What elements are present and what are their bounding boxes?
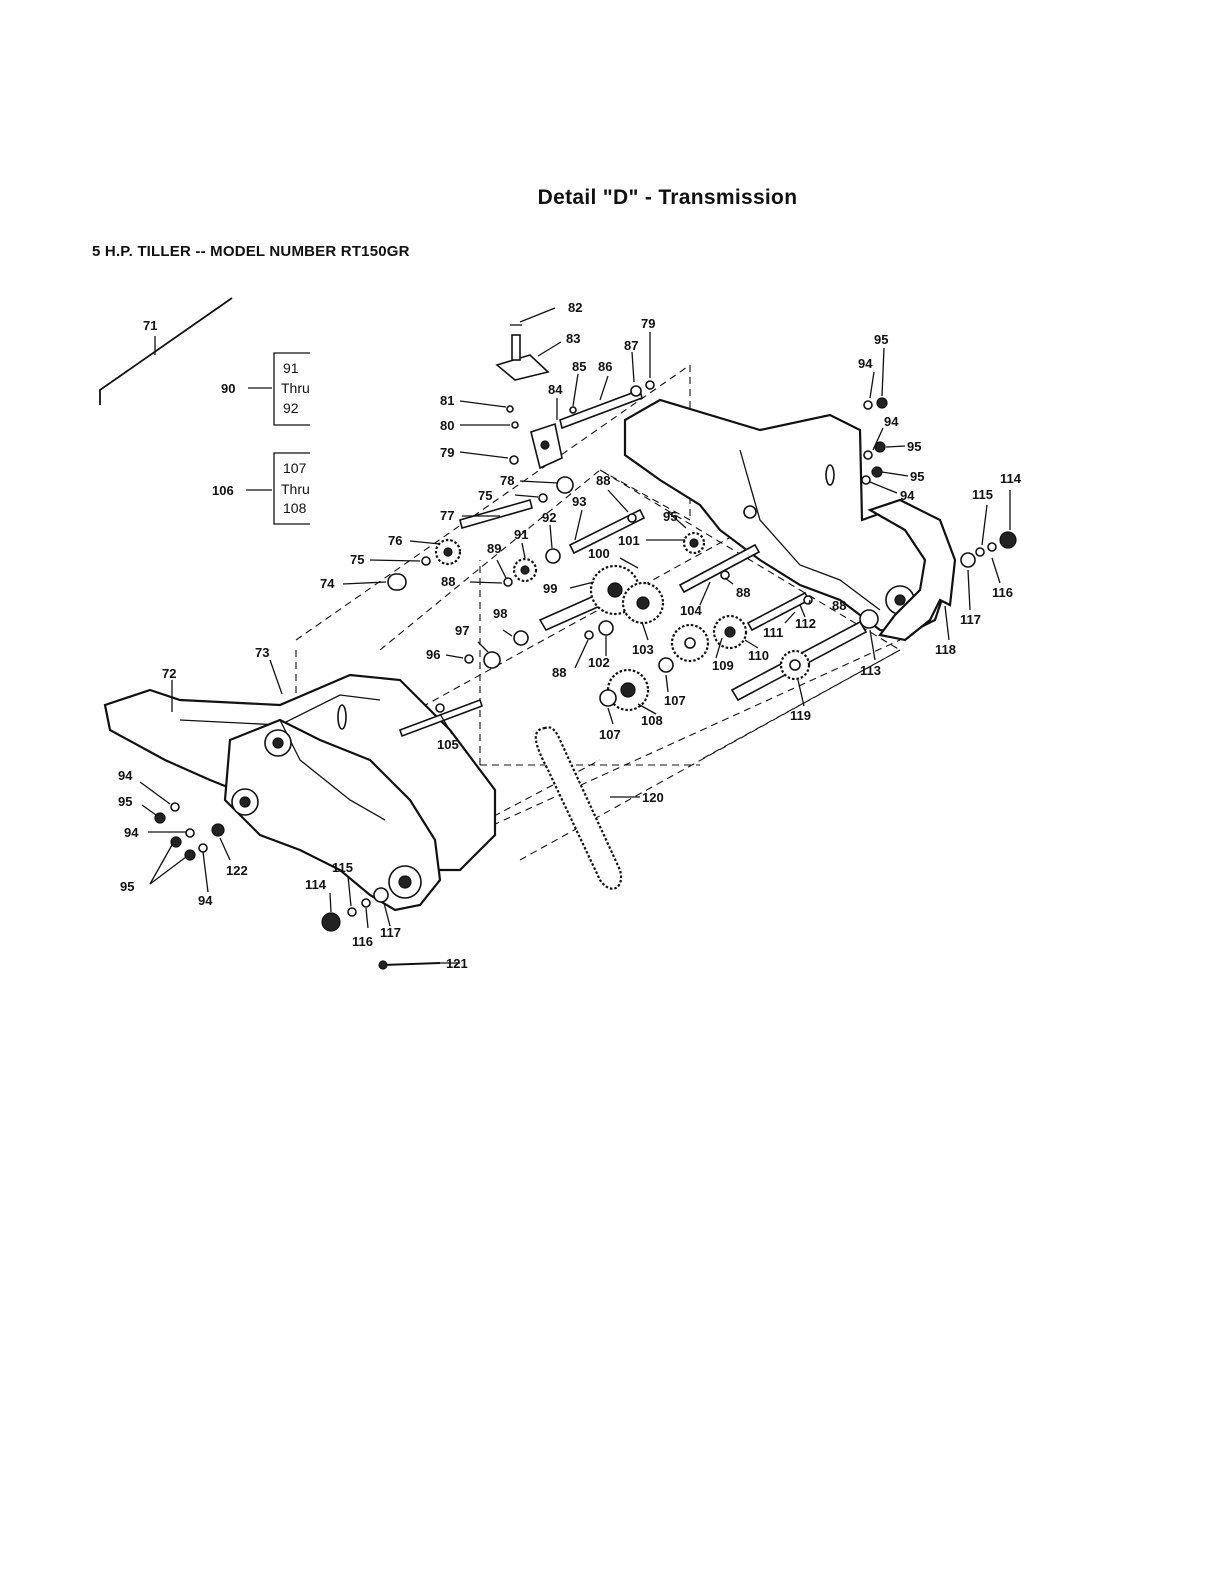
label-109: 109 [712, 658, 734, 673]
model-subtitle: 5 H.P. TILLER -- MODEL NUMBER RT150GR [92, 243, 410, 260]
label-78: 78 [500, 473, 514, 488]
label-88c: 88 [736, 585, 750, 600]
callout-box-90: 90 91 Thru 92 [221, 352, 310, 426]
label-73: 73 [255, 645, 269, 660]
callout-90-top: 91 [283, 360, 299, 376]
label-94b: 94 [884, 414, 899, 429]
label-82: 82 [568, 300, 582, 315]
label-72: 72 [162, 666, 176, 681]
label-114a: 114 [1000, 471, 1022, 486]
callout-106-top: 107 [283, 460, 307, 476]
label-77: 77 [440, 508, 454, 523]
label-95a: 95 [874, 332, 888, 347]
label-104: 104 [680, 603, 702, 618]
label-88e: 88 [552, 665, 566, 680]
label-95e: 95 [118, 794, 132, 809]
label-94e: 94 [124, 825, 139, 840]
label-120: 120 [642, 790, 664, 805]
label-122: 122 [226, 863, 248, 878]
label-94c: 94 [900, 488, 915, 503]
label-117a: 117 [960, 612, 981, 627]
callout-106-bottom: 108 [283, 500, 307, 516]
part-71-line [99, 297, 233, 405]
label-105: 105 [437, 737, 459, 752]
label-110: 110 [748, 648, 769, 663]
label-92: 92 [542, 510, 556, 525]
label-108: 108 [641, 713, 663, 728]
label-85: 85 [572, 359, 586, 374]
label-93: 93 [572, 494, 586, 509]
label-89: 89 [487, 541, 501, 556]
label-101: 101 [618, 533, 640, 548]
callout-106-ref: 106 [212, 483, 234, 498]
label-95c: 95 [910, 469, 924, 484]
label-121: 121 [446, 956, 468, 971]
part-labels: 71 72 73 74 75 75 76 77 78 79 79 80 81 8… [118, 300, 1022, 971]
label-97: 97 [455, 623, 469, 638]
label-115a: 115 [972, 487, 993, 502]
label-95d: 95 [663, 509, 677, 524]
label-114b: 114 [305, 877, 327, 892]
label-95f: 95 [120, 879, 134, 894]
label-84: 84 [548, 382, 563, 397]
callout-106-mid: Thru [281, 481, 310, 497]
label-80: 80 [440, 418, 454, 433]
callout-90-bottom: 92 [283, 400, 299, 416]
label-76: 76 [388, 533, 402, 548]
label-88d: 88 [832, 598, 846, 613]
label-75a: 75 [350, 552, 364, 567]
label-100: 100 [588, 546, 610, 561]
label-94d: 94 [118, 768, 133, 783]
leader-lines [139, 307, 1011, 964]
label-88a: 88 [596, 473, 610, 488]
part-120-chain [534, 726, 623, 890]
label-115b: 115 [332, 860, 353, 875]
label-107a: 107 [664, 693, 686, 708]
label-99: 99 [543, 581, 557, 596]
label-81: 81 [440, 393, 454, 408]
label-94a: 94 [858, 356, 873, 371]
label-112: 112 [795, 616, 816, 631]
label-116a: 116 [992, 585, 1013, 600]
label-71: 71 [143, 318, 157, 333]
label-74: 74 [320, 576, 335, 591]
label-94f: 94 [198, 893, 213, 908]
label-98: 98 [493, 606, 507, 621]
label-103: 103 [632, 642, 654, 657]
label-111: 111 [763, 625, 783, 640]
label-95b: 95 [907, 439, 921, 454]
left-housing-plate [103, 673, 497, 912]
label-88b: 88 [441, 574, 455, 589]
callout-90-mid: Thru [281, 380, 310, 396]
label-75b: 75 [478, 488, 492, 503]
label-79a: 79 [440, 445, 454, 460]
page-title: Detail "D" - Transmission [537, 186, 798, 209]
label-91: 91 [514, 527, 528, 542]
label-87: 87 [624, 338, 638, 353]
label-118: 118 [935, 642, 956, 657]
label-113: 113 [860, 663, 881, 678]
label-107b: 107 [599, 727, 621, 742]
label-79b: 79 [641, 316, 655, 331]
label-119: 119 [790, 708, 811, 723]
label-117b: 117 [380, 925, 401, 940]
label-116b: 116 [352, 934, 373, 949]
gears-sprockets [434, 531, 811, 712]
right-housing-plate [623, 398, 947, 637]
callout-90-ref: 90 [221, 381, 235, 396]
label-102: 102 [588, 655, 610, 670]
label-86: 86 [598, 359, 612, 374]
part-118-cover [867, 498, 957, 642]
label-83: 83 [566, 331, 580, 346]
small-parts [154, 324, 1017, 970]
label-96: 96 [426, 647, 440, 662]
callout-box-106: 106 107 Thru 108 [212, 452, 310, 525]
